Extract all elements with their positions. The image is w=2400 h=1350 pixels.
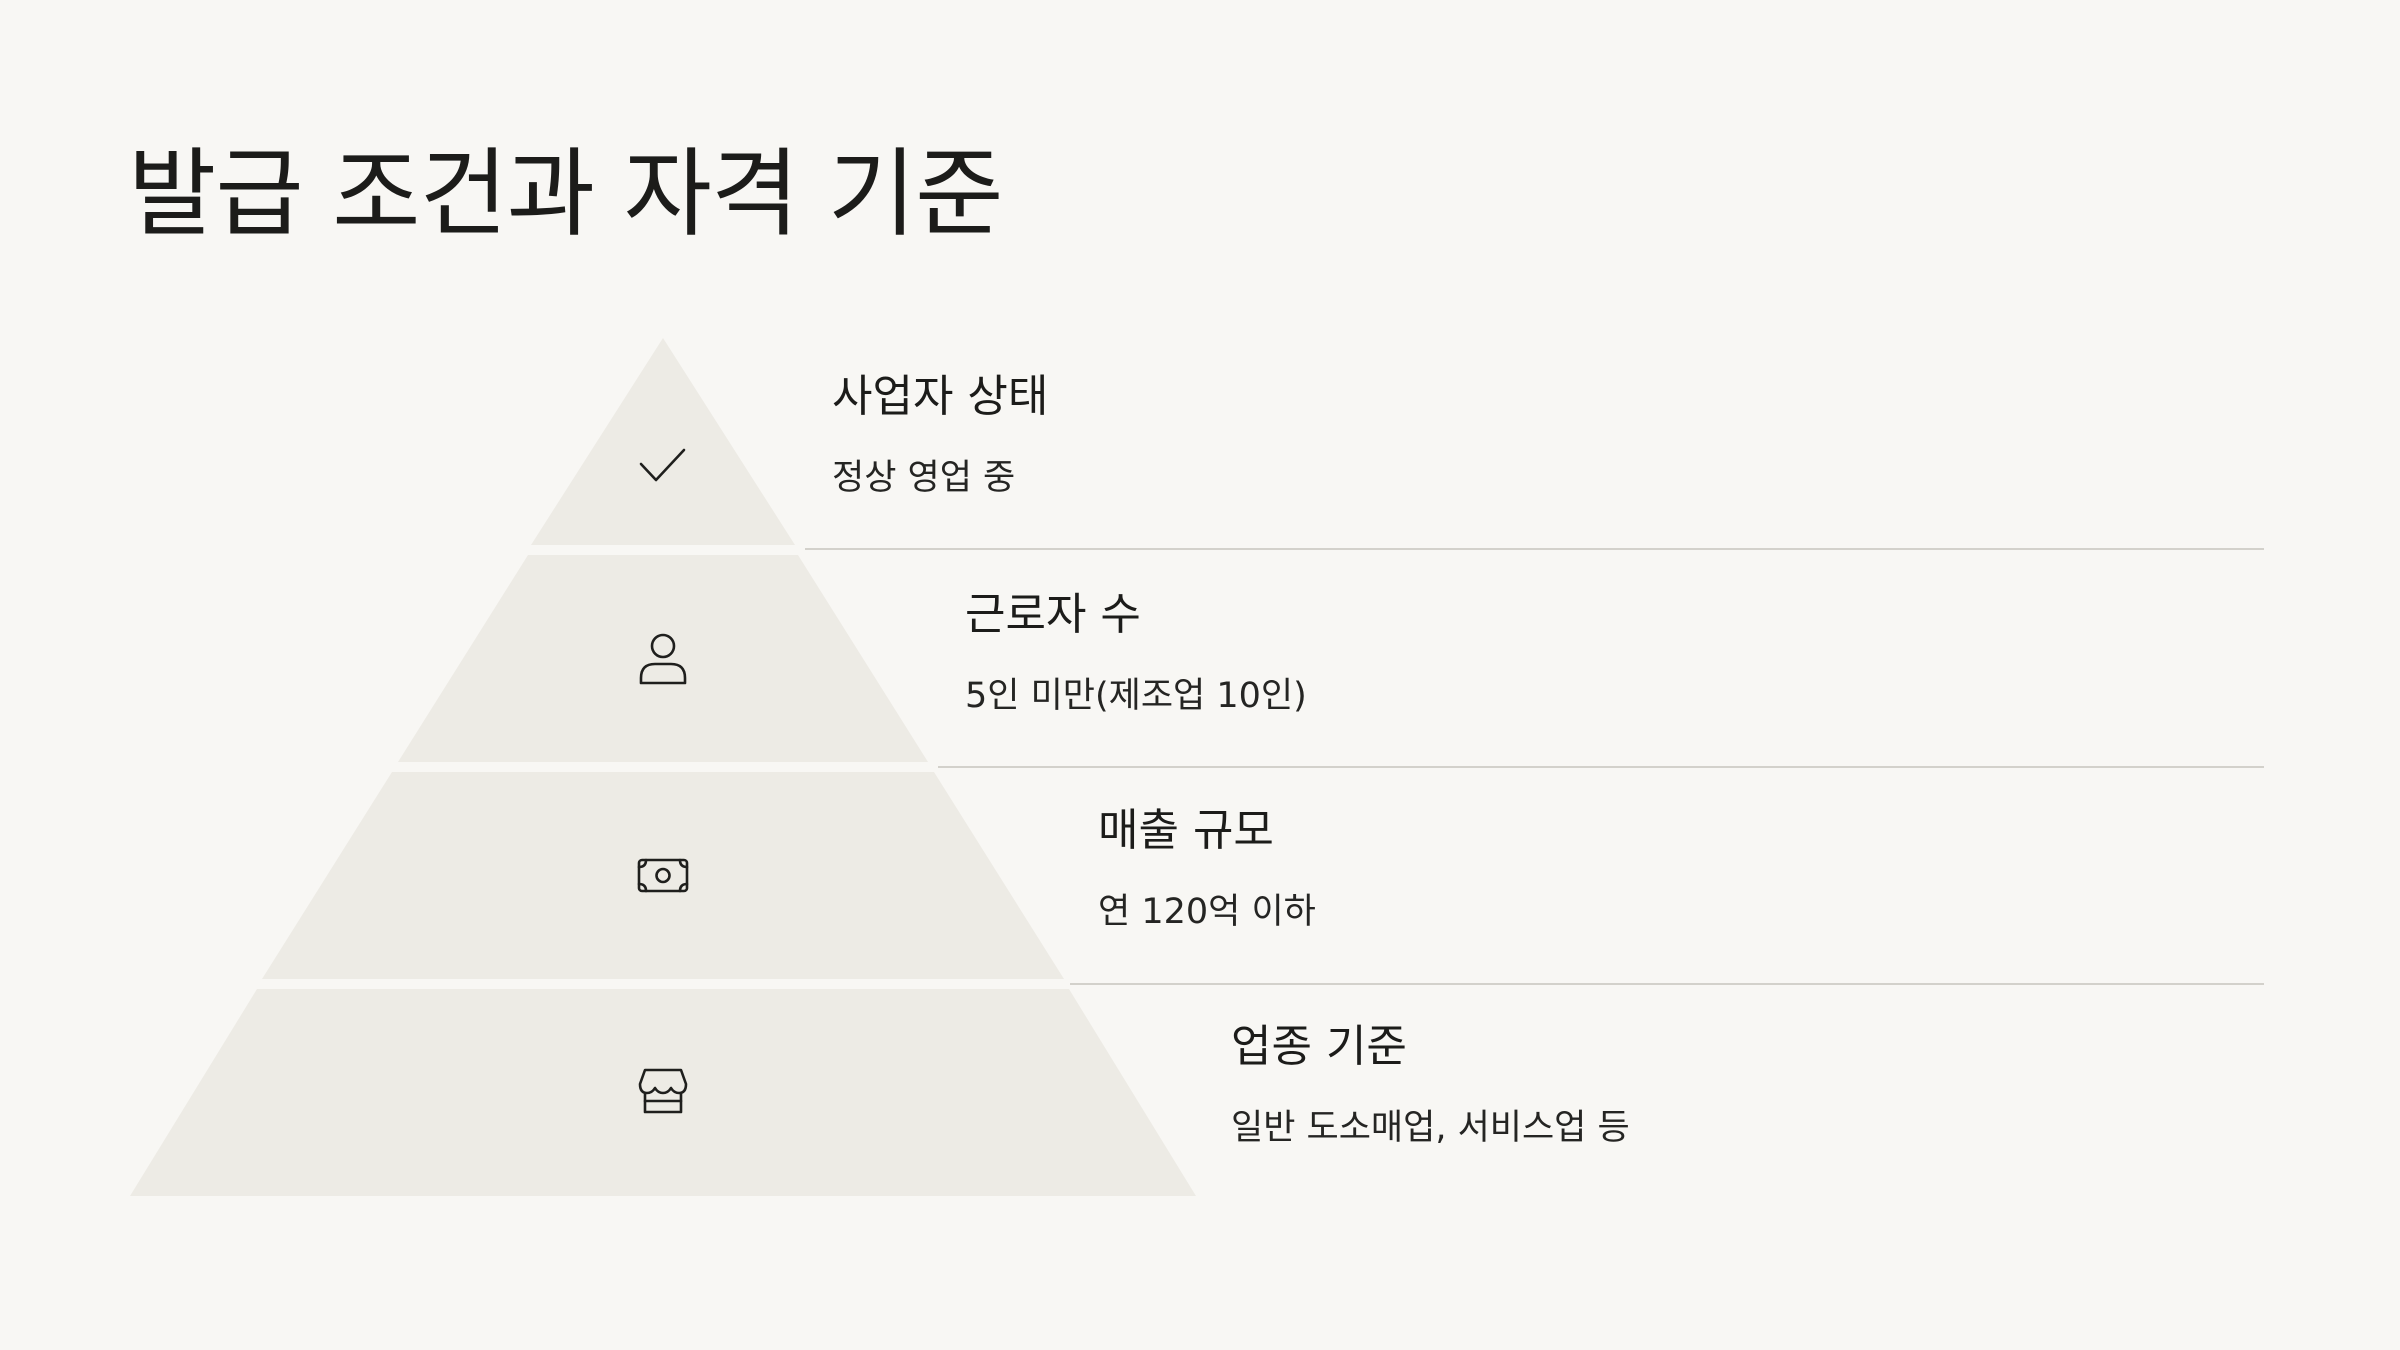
pyramid-tier-3 [262, 772, 1064, 979]
tier-title: 업종 기준 [1231, 1021, 1407, 1072]
store-icon [638, 1068, 688, 1114]
pyramid-tier-2 [398, 555, 928, 762]
divider-tier-2 [938, 766, 2264, 768]
tier-description: 정상 영업 중 [832, 457, 1016, 498]
divider-tier-1 [805, 548, 2264, 550]
tier-2-text: 근로자 수 5인 미만(제조업 10인) [965, 589, 1307, 717]
tier-title: 사업자 상태 [832, 371, 1049, 422]
pyramid-tier-1 [531, 338, 795, 545]
tier-3-text: 매출 규모 연 120억 이하 [1098, 805, 1316, 933]
tier-description: 일반 도소매업, 서비스업 등 [1231, 1107, 1630, 1148]
tier-description: 연 120억 이하 [1098, 891, 1316, 932]
banknote-icon [637, 858, 689, 893]
tier-title: 매출 규모 [1098, 805, 1274, 856]
page-title: 발급 조건과 자격 기준 [128, 138, 1003, 250]
pyramid-tier-4 [130, 989, 1196, 1196]
user-icon [639, 633, 687, 685]
tier-1-text: 사업자 상태 정상 영업 중 [832, 371, 1048, 499]
divider-tier-3 [1070, 983, 2264, 985]
check-icon [639, 448, 686, 482]
tier-title: 근로자 수 [965, 589, 1141, 640]
tier-4-text: 업종 기준 일반 도소매업, 서비스업 등 [1231, 1021, 1630, 1149]
tier-description: 5인 미만(제조업 10인) [965, 675, 1307, 716]
